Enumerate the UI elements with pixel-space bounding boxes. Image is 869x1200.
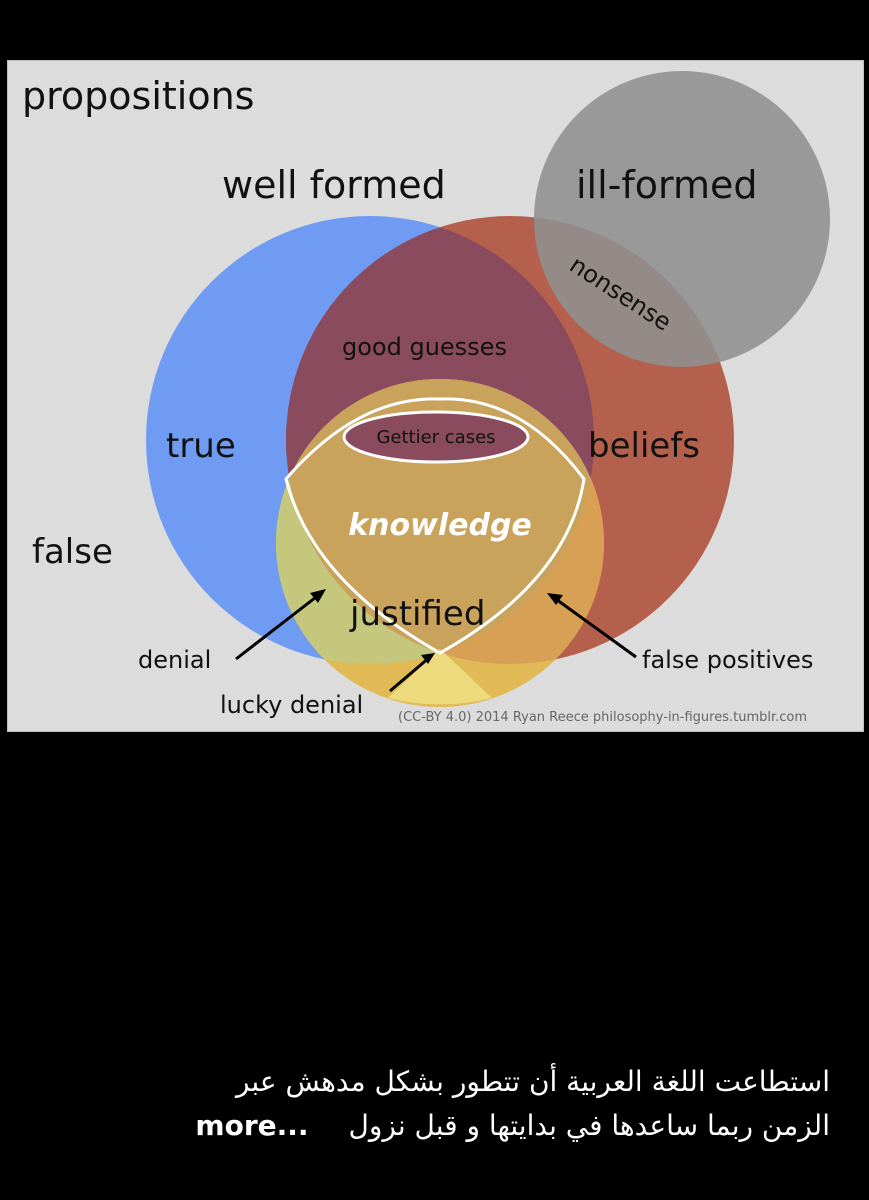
lucky-denial-arrow (389, 655, 431, 693)
caption-line-1: استطاعت اللغة العربية أن تتطور بشكل مدهش… (235, 1065, 830, 1098)
label-knowledge: knowledge (348, 508, 532, 543)
gettier-ellipse (342, 410, 530, 464)
lucky-denial-region (388, 649, 492, 705)
label-false-positives: false positives (642, 646, 813, 674)
label-gettier-cases: Gettier cases (376, 427, 495, 448)
label-beliefs: beliefs (588, 426, 700, 466)
knowledge-outline (284, 397, 586, 655)
label-true: true (166, 426, 236, 466)
denial-arrowhead (310, 589, 326, 603)
venn-diagram-image: propositions well formed ill-formed nons… (7, 60, 864, 732)
venn-diagram: propositions well formed ill-formed nons… (22, 71, 830, 725)
label-denial: denial (138, 646, 211, 674)
label-propositions: propositions (22, 74, 254, 118)
label-justified: justified (349, 594, 485, 634)
post-caption: استطاعت اللغة العربية أن تتطور بشكل مدهش… (40, 1060, 830, 1148)
denial-arrow (235, 592, 321, 661)
label-good-guesses: good guesses (342, 333, 507, 361)
lucky-denial-arrowhead (421, 653, 435, 664)
caption-line-2: الزمن ربما ساعدها في بدايتها و قبل نزول m… (40, 1104, 830, 1148)
label-well-formed: well formed (222, 163, 446, 207)
ill-formed-circle (534, 71, 830, 367)
label-ill-formed: ill-formed (576, 163, 757, 207)
caption-line-2-text: الزمن ربما ساعدها في بدايتها و قبل نزول (348, 1109, 830, 1142)
more-button[interactable]: more... (195, 1109, 309, 1142)
label-lucky-denial: lucky denial (220, 691, 363, 719)
false-positives-arrow (552, 595, 637, 659)
label-credit: (CC-BY 4.0) 2014 Ryan Reece philosophy-i… (398, 710, 807, 725)
label-false: false (32, 532, 113, 572)
false-positives-arrowhead (547, 593, 563, 605)
